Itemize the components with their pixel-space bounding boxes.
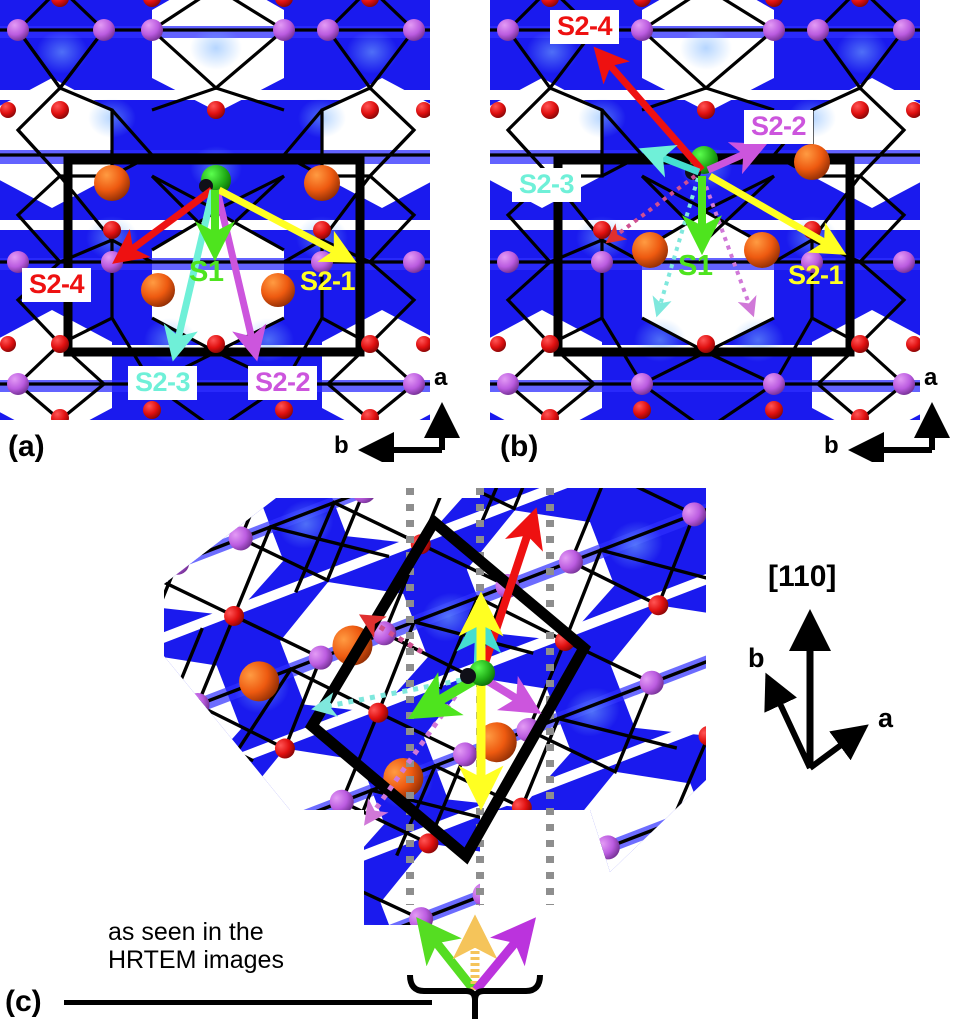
panel-letter-c: (c) [5, 985, 42, 1018]
panel-c [150, 480, 710, 950]
crystal-lattice-a [0, 0, 430, 420]
red-atoms-a [0, 0, 430, 420]
axis-label-a-horizontal: b [334, 432, 349, 459]
ghost-s2-2-c [363, 676, 471, 826]
caption-leader-line [64, 1000, 432, 1005]
label-s1-b: S1 [678, 250, 713, 282]
panel-a: S2-4 S1 S2-1 S2-3 S2-2 [0, 0, 430, 420]
fan-arrow-left [416, 917, 478, 993]
hrtem-caption-line1: as seen in the [108, 918, 264, 946]
axis-label-c-b: b [748, 643, 765, 673]
label-s2-2-a: S2-2 [248, 366, 318, 400]
axis-indicator-a: a b [330, 364, 470, 468]
axis-label-c-a: a [878, 703, 894, 733]
fan-arrow-right [472, 917, 537, 993]
label-s2-3-b: S2-3 [512, 168, 582, 202]
axis-label-b-vertical: a [924, 364, 938, 391]
label-s2-3-a: S2-3 [128, 366, 198, 400]
hrtem-caption: as seen in the HRTEM images [108, 918, 284, 974]
axis-indicator-b: a b [820, 364, 960, 468]
label-s2-4-b: S2-4 [550, 10, 620, 44]
crystal-lattice-b [490, 0, 920, 420]
label-s2-1-a: S2-1 [300, 266, 356, 296]
hrtem-caption-line2: HRTEM images [108, 946, 284, 974]
unit-cell-box-c [304, 513, 592, 865]
migrating-ion-c [469, 660, 495, 686]
axis-label-110: [110] [768, 560, 837, 593]
axis-legend-110: [110] b a [740, 560, 940, 790]
lattice-svg-c [164, 488, 706, 925]
panel-letter-b: (b) [500, 430, 539, 463]
axis-arrow-b [764, 672, 813, 770]
axis-arrow-a [808, 724, 869, 771]
axis-label-b-horizontal: b [824, 432, 839, 459]
axis-legend-svg [764, 609, 869, 771]
label-s1-a: S1 [189, 256, 224, 288]
arrow-s2-2-c [483, 675, 542, 714]
label-s2-1-b: S2-1 [788, 260, 844, 290]
panel-letter-a: (a) [8, 430, 45, 463]
lattice-svg-a [0, 0, 430, 420]
lattice-svg-b [490, 0, 920, 420]
axis-label-a-vertical: a [434, 364, 448, 391]
red-atoms-b [490, 0, 920, 420]
arrow-s1-c [407, 672, 477, 720]
label-s2-4-a: S2-4 [22, 268, 92, 302]
hrtem-projection-fan [407, 914, 543, 1019]
label-s2-2-b: S2-2 [744, 110, 814, 144]
ghost-s2-4-c [358, 614, 424, 655]
panel-b: S2-4 S2-2 S2-3 S1 S2-1 [490, 0, 920, 420]
